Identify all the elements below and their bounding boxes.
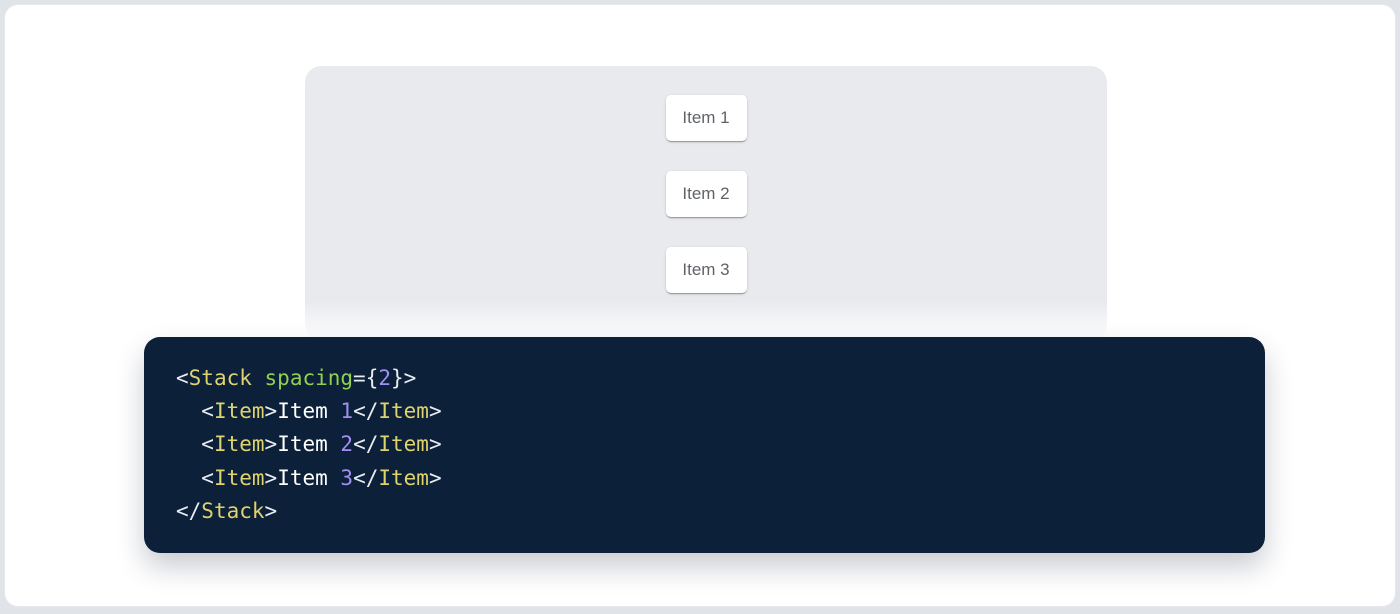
stack-demo-panel: Item 1 Item 2 Item 3 [305, 66, 1107, 341]
code-token-plain: Item [277, 432, 341, 457]
code-token-punctuation: } [391, 366, 404, 390]
code-token-punctuation: </ [353, 399, 379, 424]
code-lines: <Stack spacing={2}> <Item>Item 1</Item> … [176, 362, 1233, 528]
code-token-punctuation: > [428, 465, 442, 490]
code-token-punctuation: < [201, 465, 214, 490]
code-token-attr: spacing [264, 366, 354, 390]
code-token-plain [176, 466, 201, 490]
item-label: Item 1 [682, 108, 730, 127]
code-token-plain [176, 432, 201, 456]
code-token-punctuation: < [176, 366, 189, 390]
item-card: Item 1 [665, 95, 747, 141]
item-label: Item 2 [682, 184, 730, 203]
code-line: <Item>Item 3</Item> [176, 462, 1233, 495]
code-token-tag: Item [378, 399, 429, 424]
code-token-plain: Item [277, 399, 341, 424]
code-token-tag: Item [213, 399, 265, 424]
code-token-punctuation: > [428, 399, 442, 424]
code-token-tag: Item [213, 432, 265, 457]
item-card: Item 2 [665, 171, 747, 217]
code-line: <Item>Item 1</Item> [176, 395, 1233, 428]
code-token-plain: Item [277, 465, 341, 490]
code-token-punctuation: </ [353, 465, 379, 490]
code-token-punctuation: > [403, 366, 417, 390]
item-label: Item 3 [682, 260, 730, 279]
code-token-punctuation: = [353, 366, 366, 390]
code-block: <Stack spacing={2}> <Item>Item 1</Item> … [144, 337, 1265, 553]
code-token-number: 1 [340, 399, 354, 424]
code-token-punctuation: < [201, 432, 214, 457]
code-token-plain [176, 399, 201, 423]
code-token-punctuation: > [264, 432, 278, 457]
code-token-tag: Stack [201, 498, 265, 523]
code-token-punctuation: < [201, 399, 214, 424]
code-token-punctuation: > [264, 498, 278, 523]
item-card: Item 3 [665, 247, 747, 293]
code-line: </Stack> [176, 495, 1233, 528]
code-line: <Stack spacing={2}> [176, 362, 1233, 395]
code-token-tag: Stack [188, 366, 252, 390]
code-token-punctuation: > [264, 465, 278, 490]
code-token-punctuation: </ [353, 432, 379, 457]
code-token-plain [252, 366, 265, 390]
code-token-punctuation: > [264, 399, 278, 424]
code-token-punctuation: { [365, 366, 379, 390]
code-token-number: 2 [340, 432, 354, 457]
code-token-number: 3 [340, 465, 354, 490]
code-token-number: 2 [378, 366, 392, 390]
code-line: <Item>Item 2</Item> [176, 428, 1233, 461]
page-card: Item 1 Item 2 Item 3 <Stack spacing={2}>… [4, 4, 1396, 607]
code-token-punctuation: </ [176, 498, 202, 523]
code-token-tag: Item [378, 432, 429, 457]
code-token-tag: Item [213, 465, 265, 490]
code-token-tag: Item [378, 465, 429, 490]
code-token-punctuation: > [428, 432, 442, 457]
